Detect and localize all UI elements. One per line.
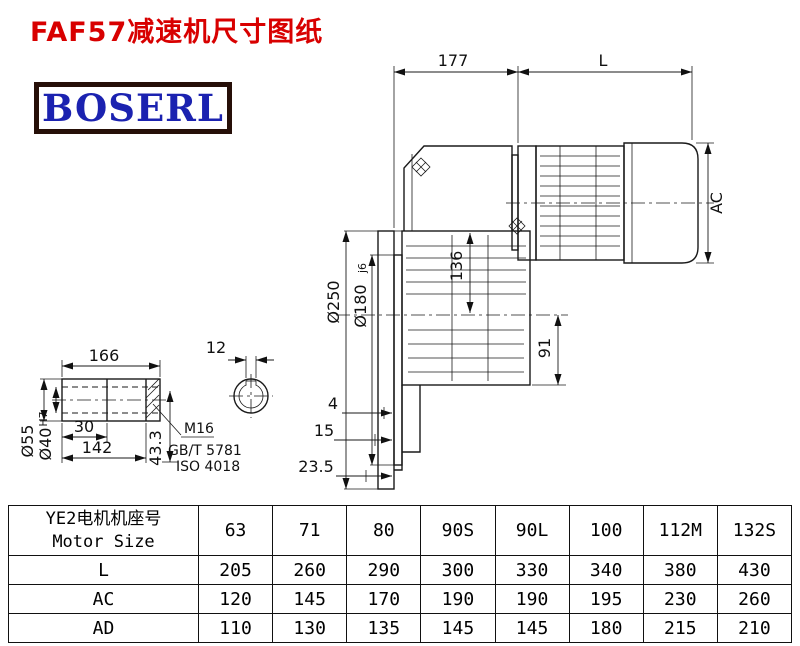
dim-bore-step: 30 <box>74 417 94 436</box>
value-cell: 210 <box>716 613 793 643</box>
table-header-row: YE2电机机座号 Motor Size 63 71 80 90S 90L 100… <box>8 505 793 556</box>
value-cell: 145 <box>272 584 348 614</box>
flange-plate <box>377 230 395 490</box>
dim-offset-b: 15 <box>314 421 334 440</box>
row-label-AC: AC <box>8 584 199 614</box>
dim-height-upper: 136 <box>447 251 466 282</box>
table-row-AD: AD 110 130 135 145 145 180 215 210 <box>8 613 793 643</box>
row-label-L: L <box>8 555 199 585</box>
dim-bore-diameter: Ø40 <box>36 428 55 461</box>
value-cell: 135 <box>346 613 422 643</box>
dim-bore-tolerance: H7 <box>37 411 50 426</box>
column-header-63: 63 <box>197 505 274 556</box>
value-cell: 180 <box>568 613 644 643</box>
dim-hub-diameter: Ø55 <box>18 425 37 458</box>
bolt-symbol-top <box>411 157 431 177</box>
column-header-90s: 90S <box>420 505 496 556</box>
table-row-L: L 205 260 290 300 330 340 380 430 <box>8 555 793 585</box>
value-cell: 290 <box>346 555 422 585</box>
dim-usable-length: 142 <box>82 438 113 457</box>
value-cell: 120 <box>197 584 274 614</box>
value-cell: 340 <box>568 555 644 585</box>
thread-standard-gb: GB/T 5781 <box>168 443 242 459</box>
value-cell: 205 <box>197 555 274 585</box>
dim-keyway-height: 43.3 <box>146 430 165 466</box>
flange-spigot <box>393 254 403 466</box>
value-cell: 110 <box>197 613 274 643</box>
dim-spigot-tolerance: j6 <box>356 263 369 274</box>
value-cell: 215 <box>642 613 718 643</box>
dimension-table: YE2电机机座号 Motor Size 63 71 80 90S 90L 100… <box>8 505 793 643</box>
logo-text: BOSERL <box>42 85 224 130</box>
column-header-90l: 90L <box>494 505 570 556</box>
value-cell: 130 <box>272 613 348 643</box>
value-cell: 190 <box>420 584 496 614</box>
value-cell: 380 <box>642 555 718 585</box>
dim-offset-a: 4 <box>328 394 338 413</box>
table-row-AC: AC 120 145 170 190 190 195 230 260 <box>8 584 793 614</box>
value-cell: 260 <box>716 584 793 614</box>
dim-thread: M16 <box>184 421 214 437</box>
value-cell: 260 <box>272 555 348 585</box>
value-cell: 230 <box>642 584 718 614</box>
dim-flange-diameter: Ø250 <box>324 280 343 323</box>
dim-shaft-length: 166 <box>89 346 120 365</box>
column-header-132s: 132S <box>716 505 793 556</box>
column-header-112m: 112M <box>642 505 718 556</box>
value-cell: 300 <box>420 555 496 585</box>
motor-size-header-en: Motor Size <box>52 531 155 552</box>
value-cell: 195 <box>568 584 644 614</box>
shaft-end-view <box>229 374 273 418</box>
page-title: FAF57减速机尺寸图纸 <box>30 17 324 48</box>
dim-keyway-width: 12 <box>206 338 226 357</box>
value-cell: 330 <box>494 555 570 585</box>
column-header-100: 100 <box>568 505 644 556</box>
dimensions: 177 L AC Ø250 Ø180 j6 136 91 4 15 23.5 <box>18 51 726 490</box>
motor-size-header-cn: YE2电机机座号 <box>45 508 162 529</box>
value-cell: 145 <box>420 613 496 643</box>
value-cell: 190 <box>494 584 570 614</box>
dim-motor-diameter: AC <box>707 192 726 214</box>
dim-gearbox-width: 177 <box>438 51 469 70</box>
shaft-detail-view <box>52 374 273 422</box>
column-header-80: 80 <box>346 505 422 556</box>
value-cell: 145 <box>494 613 570 643</box>
row-label-AD: AD <box>8 613 199 643</box>
boserl-logo: BOSERL <box>34 82 232 134</box>
column-header-71: 71 <box>272 505 348 556</box>
fan-cowl <box>623 142 699 264</box>
gearbox-main-view <box>336 142 714 490</box>
dim-offset-c: 23.5 <box>298 457 334 476</box>
dim-spigot-diameter: Ø180 <box>351 284 370 327</box>
value-cell: 170 <box>346 584 422 614</box>
thread-standard-iso: ISO 4018 <box>176 459 240 475</box>
dimension-drawing: 177 L AC Ø250 Ø180 j6 136 91 4 15 23.5 <box>18 51 726 490</box>
motor-size-header-cell: YE2电机机座号 Motor Size <box>8 505 199 556</box>
value-cell: 430 <box>716 555 793 585</box>
dim-motor-length: L <box>599 51 608 70</box>
dim-height-lower: 91 <box>535 338 554 358</box>
